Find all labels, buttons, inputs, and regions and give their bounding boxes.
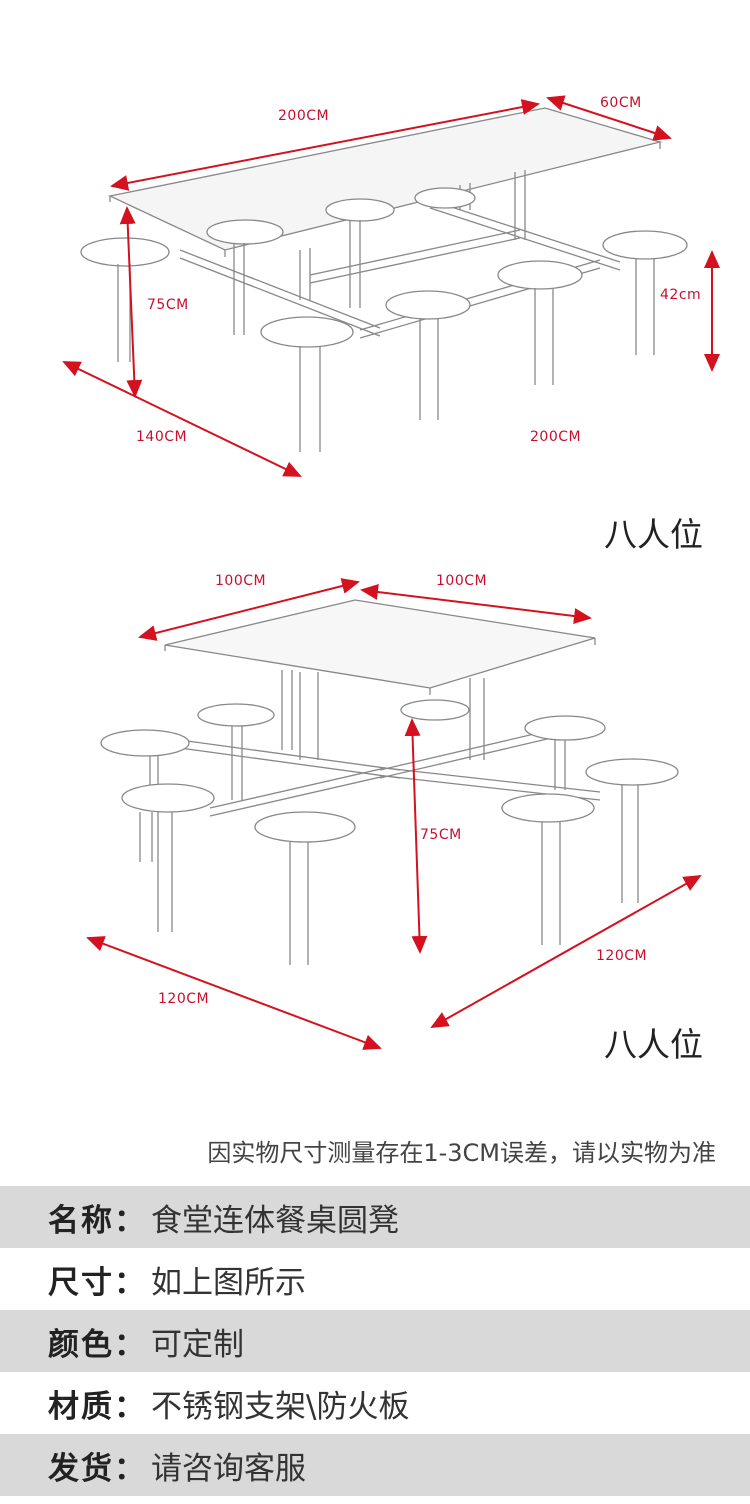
spec-value: 请咨询客服 — [151, 1450, 306, 1487]
spec-row-material: 材质： 不锈钢支架\防火板 — [0, 1372, 750, 1434]
dim-top-left: 100CM — [215, 573, 267, 589]
measurement-note: 因实物尺寸测量存在1-3CM误差，请以实物为准 — [207, 1139, 716, 1167]
dim-base-left: 120CM — [158, 991, 210, 1007]
spec-label: 材质： — [48, 1388, 147, 1425]
spec-row-color: 颜色： 可定制 — [0, 1310, 750, 1372]
spec-row-name: 名称： 食堂连体餐桌圆凳 — [0, 1186, 750, 1248]
dim-base-length: 200CM — [530, 429, 582, 445]
spec-value: 食堂连体餐桌圆凳 — [151, 1202, 399, 1239]
spec-label: 名称： — [48, 1202, 147, 1239]
diagram-caption: 八人位 — [604, 515, 703, 554]
spec-label: 尺寸： — [48, 1264, 147, 1301]
spec-value: 如上图所示 — [151, 1264, 306, 1301]
spec-label: 颜色： — [48, 1326, 147, 1363]
dim-top-length: 200CM — [278, 108, 330, 124]
dim-height: 75CM — [147, 297, 189, 313]
square-table-drawing — [86, 578, 702, 1050]
dim-top-right: 100CM — [436, 573, 488, 589]
dim-base-right: 120CM — [596, 948, 648, 964]
diagram-square-table: 100CM 100CM 75CM 120CM 120CM 八人位 — [0, 560, 750, 1064]
spec-value: 不锈钢支架\防火板 — [151, 1388, 410, 1425]
spec-value: 可定制 — [151, 1326, 244, 1363]
dim-top-width: 60CM — [600, 95, 642, 111]
spec-label: 发货： — [48, 1450, 147, 1487]
diagram-rectangular-table: 200CM 60CM 75CM 42cm 140CM 200CM 八人位 — [0, 80, 750, 554]
spec-row-shipping: 发货： 请咨询客服 — [0, 1434, 750, 1496]
dim-seat-height: 42cm — [660, 287, 702, 303]
spec-row-size: 尺寸： 如上图所示 — [0, 1248, 750, 1310]
diagram-caption: 八人位 — [604, 1025, 703, 1064]
spec-table: 名称： 食堂连体餐桌圆凳 尺寸： 如上图所示 颜色： 可定制 材质： 不锈钢支架… — [0, 1186, 750, 1496]
rectangular-table-drawing — [62, 95, 720, 477]
dim-height: 75CM — [420, 827, 462, 843]
dim-base-width: 140CM — [136, 429, 188, 445]
